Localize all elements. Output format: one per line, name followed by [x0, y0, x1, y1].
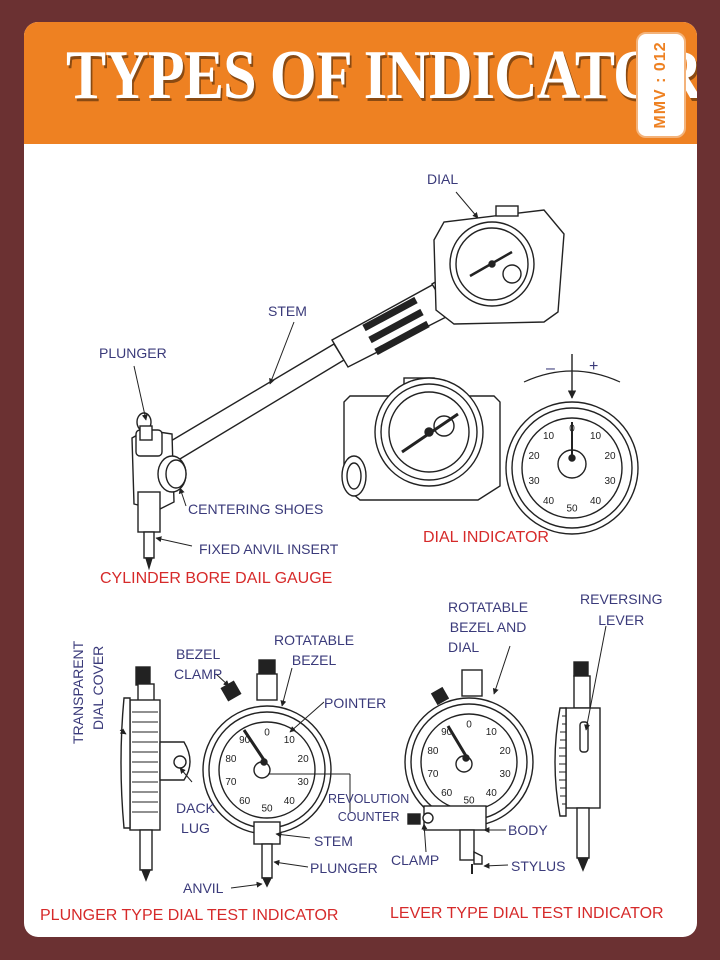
dial-numeral: 80 — [427, 746, 439, 757]
dial-numeral: 20 — [604, 451, 616, 462]
dial-indicator-front — [505, 354, 639, 535]
dial-numeral: 20 — [528, 451, 540, 462]
dial-numeral: 0 — [466, 720, 472, 731]
caption-cylinder-bore: CYLINDER BORE DAIL GAUGE — [100, 570, 333, 587]
label-pointer: POINTER — [324, 695, 387, 711]
dial-numeral: 70 — [427, 769, 439, 780]
label-stylus: STYLUS — [511, 858, 566, 874]
dial-numeral: 20 — [298, 754, 310, 765]
dial-numeral: 80 — [225, 754, 237, 765]
label-line: CLAMP — [174, 666, 223, 682]
caption-dial-indicator: DIAL INDICATOR — [423, 529, 549, 546]
label-fixed-anvil-insert: FIXED ANVIL INSERT — [199, 541, 339, 557]
label-line: BEZEL AND — [449, 619, 527, 635]
label-transparent-dial-cover: TRANSPARENT DIAL COVER — [68, 641, 108, 744]
label-dack-lug: DACK LUG — [176, 798, 215, 838]
label-revolution-counter: REVOLUTION COUNTER — [328, 790, 409, 826]
dial-numeral: 30 — [528, 476, 540, 487]
label-line: ROTATABLE — [274, 632, 355, 648]
label-line: REVOLUTION — [328, 792, 410, 806]
label-line: DIAL COVER — [90, 645, 106, 730]
dial-numeral: 10 — [543, 431, 555, 442]
dial-numeral: 30 — [298, 777, 310, 788]
label-clamp: CLAMP — [391, 852, 440, 868]
label-body: BODY — [508, 822, 548, 838]
label-line: BEZEL — [291, 652, 337, 668]
dial-numeral: 50 — [463, 796, 475, 807]
label-rotatable-bezel-and-dial: ROTATABLE BEZEL AND DIAL — [448, 597, 528, 657]
label-centering-shoes: CENTERING SHOES — [188, 501, 324, 517]
dial-numeral: 70 — [225, 777, 237, 788]
label-minus: – — [546, 360, 555, 377]
title-banner: TYPES OF INDICATOR MMV : 012 — [24, 22, 697, 144]
code-badge: MMV : 012 — [636, 32, 686, 138]
label-line: TRANSPARENT — [70, 640, 86, 744]
label-line: LUG — [181, 820, 210, 836]
label-stem-bottom: STEM — [314, 833, 353, 849]
dial-numeral: 30 — [500, 769, 512, 780]
poster-card: TYPES OF INDICATOR MMV : 012 — [24, 22, 697, 937]
label-line: ROTATABLE — [448, 599, 529, 615]
dial-numeral: 40 — [543, 496, 555, 507]
dial-numeral: 50 — [566, 504, 578, 515]
cylinder-bore-gauge — [131, 205, 565, 571]
label-line: DIAL — [448, 639, 480, 655]
dial-numeral: 40 — [590, 496, 602, 507]
caption-plunger-type: PLUNGER TYPE DIAL TEST INDICATOR — [40, 907, 339, 924]
dial-numeral: 30 — [604, 476, 616, 487]
dial-numeral: 0 — [569, 424, 575, 435]
lever-indicator — [404, 661, 601, 874]
dial-numeral: 10 — [590, 431, 602, 442]
label-line: REVERSING — [580, 591, 663, 607]
dial-numeral: 90 — [239, 735, 251, 746]
label-line: BEZEL — [175, 646, 221, 662]
leader-lines — [119, 191, 607, 889]
page-title: TYPES OF INDICATOR — [66, 37, 697, 114]
dial-numeral: 10 — [486, 727, 498, 738]
label-dial: DIAL — [427, 171, 459, 187]
dial-numeral: 60 — [441, 788, 453, 799]
label-reversing-lever: REVERSING LEVER — [580, 589, 662, 631]
dial-indicator-perspective — [341, 377, 501, 501]
dial-numeral: 40 — [486, 788, 498, 799]
dial-numeral: 60 — [239, 796, 251, 807]
dial-numeral: 40 — [284, 796, 296, 807]
label-line: COUNTER — [337, 810, 400, 824]
dial-numeral: 50 — [261, 804, 273, 815]
caption-lever-type: LEVER TYPE DIAL TEST INDICATOR — [390, 905, 664, 922]
dial-numeral: 20 — [500, 746, 512, 757]
dial-numeral: 0 — [264, 728, 270, 739]
label-line: DACK — [176, 800, 215, 816]
label-plunger-top: PLUNGER — [99, 345, 167, 361]
dial-numeral: 10 — [284, 735, 296, 746]
label-bezel-clamp: BEZEL CLAMP — [174, 644, 222, 684]
label-plunger-bottom: PLUNGER — [310, 860, 378, 876]
label-rotatable-bezel: ROTATABLE BEZEL — [274, 630, 354, 670]
plunger-indicator — [120, 659, 332, 888]
label-line: LEVER — [598, 612, 645, 628]
label-plus: + — [589, 358, 599, 375]
label-stem-top: STEM — [268, 303, 307, 319]
dial-numeral: 90 — [441, 727, 453, 738]
illustrations — [119, 191, 639, 889]
label-anvil: ANVIL — [183, 880, 224, 896]
